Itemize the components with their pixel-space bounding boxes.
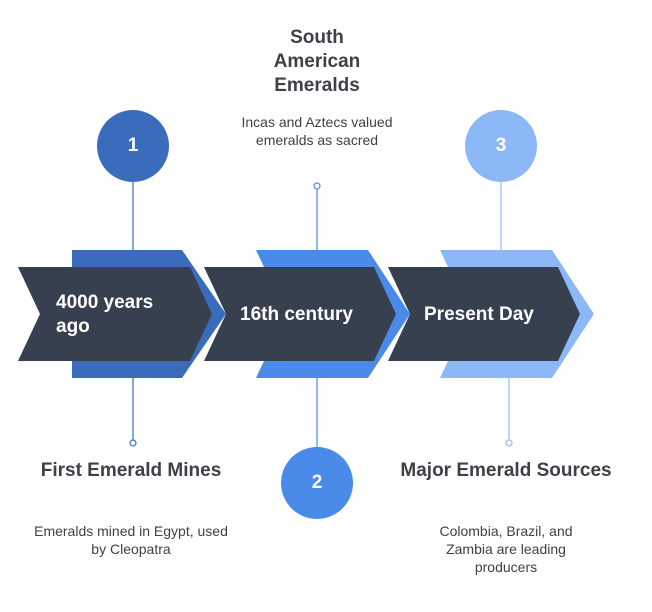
step-number-2: 2 [311,472,323,493]
step-title-3: Major Emerald Sources [400,460,612,481]
step-title-2: South American Emeralds [207,26,427,98]
step-circle-2 [281,447,353,519]
connector-dot-3 [505,439,513,447]
step-description-1: Emeralds mined in Egypt, used by Cleopat… [34,523,228,557]
connector-dot-1 [129,439,137,447]
step-number-3: 3 [495,135,507,156]
connector-dot-2 [313,182,321,190]
step-title-1: First Emerald Mines [40,460,222,481]
step-circle-1 [97,110,169,182]
period-label-2: 16th century [240,304,353,325]
step-number-1: 1 [127,135,139,156]
step-circle-3 [465,110,537,182]
step-description-2: Incas and Aztecs valued emeralds as sacr… [241,114,393,148]
step-title-2-text: South American Emeralds [273,27,361,96]
step-description-3: Colombia, Brazil, and Zambia are leading… [439,523,573,575]
period-label-3: Present Day [424,304,534,325]
period-label-1: 4000 years ago [56,292,154,337]
timeline-band-segment-1 [18,267,212,361]
timeline-band-segment-3 [388,267,580,361]
timeline-band-segment-2 [204,267,396,361]
